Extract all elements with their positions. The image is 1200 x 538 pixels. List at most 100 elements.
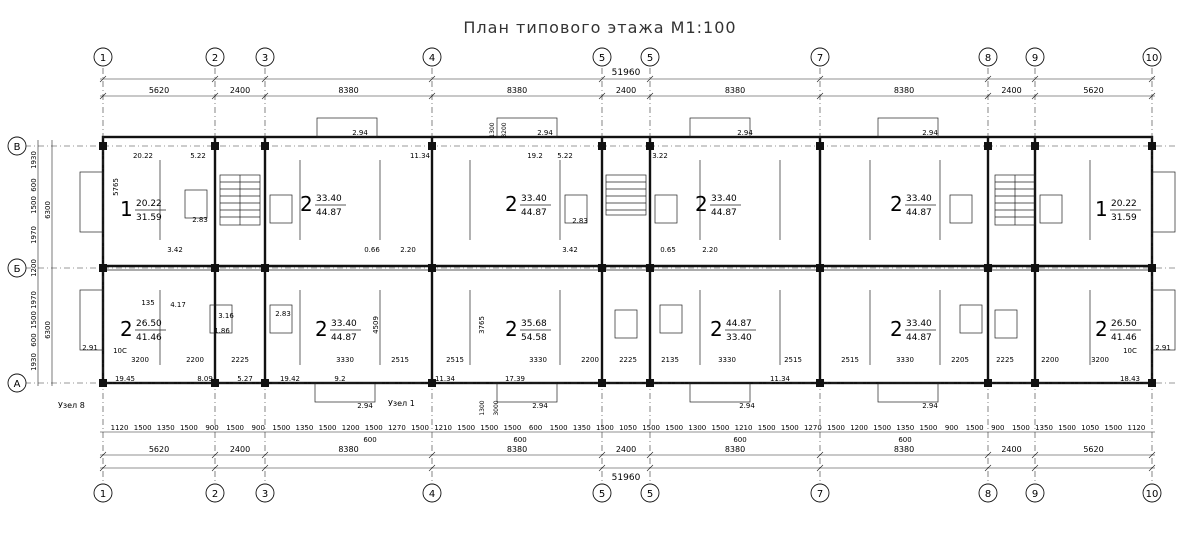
area-label: 3765 (478, 316, 486, 334)
area-label: 19.2 (527, 152, 543, 160)
segment-label: 1500 (319, 424, 337, 432)
area-label: 135 (141, 299, 154, 307)
span-label: 5620 (149, 445, 169, 454)
column (984, 379, 992, 387)
left-dim-label: 6300 (44, 321, 52, 339)
room-number: 1 (1095, 197, 1108, 221)
dim-tick (1031, 451, 1039, 459)
dim-tick (99, 451, 107, 459)
left-dimension-labels: 1930600150019701200630019701500600193063… (30, 151, 52, 371)
dim-tick (428, 92, 436, 100)
segment-label: 1350 (157, 424, 175, 432)
segment-label: 1500 (873, 424, 891, 432)
dim-tick (428, 464, 436, 472)
segment-label: 1500 (781, 424, 799, 432)
area-label: 3330 (896, 356, 914, 364)
room-number: 1 (120, 197, 133, 221)
room-total-area: 31.59 (1111, 213, 1137, 223)
column (598, 142, 606, 150)
segment-label: 1500 (596, 424, 614, 432)
room-living-area: 33.40 (711, 194, 737, 204)
room-total-area: 44.87 (906, 208, 932, 218)
balconies-top (316, 117, 939, 138)
room-number: 2 (890, 317, 903, 341)
dim-tick (428, 451, 436, 459)
column (99, 379, 107, 387)
vertical-axes (102, 68, 1153, 485)
column (261, 142, 269, 150)
span-label: 5620 (149, 86, 169, 95)
segment-label: 1500 (480, 424, 498, 432)
area-label: 3330 (718, 356, 736, 364)
column (984, 264, 992, 272)
area-label: 2200 (1041, 356, 1059, 364)
axis-label: 4 (429, 489, 435, 500)
area-label: 3.22 (652, 152, 668, 160)
dim-tick (816, 464, 824, 472)
stair-dim-label: 3200 (501, 122, 508, 137)
left-dim-label: 1200 (30, 259, 38, 277)
area-label: 11.34 (770, 375, 791, 383)
axis-label: 5 (599, 489, 605, 500)
sanitary-block (949, 194, 973, 224)
room-total-area: 33.40 (726, 333, 752, 343)
area-label: 3200 (131, 356, 149, 364)
area-label: 2200 (581, 356, 599, 364)
axis-label: 8 (985, 53, 991, 64)
left-dim-label: 600 (30, 333, 38, 346)
area-label: 2200 (186, 356, 204, 364)
segment-sub-label: 600 (733, 436, 746, 444)
area-label: 0.66 (364, 246, 380, 254)
room-number: 2 (505, 192, 518, 216)
area-label: 3.42 (562, 246, 578, 254)
area-label: 0.65 (660, 246, 676, 254)
dim-tick (984, 464, 992, 472)
area-label: 10С (113, 347, 127, 355)
area-label: 2205 (951, 356, 969, 364)
segment-label: 1050 (619, 424, 637, 432)
drawing-title: План типового этажа М1:100 (463, 18, 737, 37)
dim-tick (99, 75, 107, 83)
room-total-area: 31.59 (136, 213, 162, 223)
dim-tick (984, 92, 992, 100)
dim-tick (984, 451, 992, 459)
loggia-right-bottom (1151, 289, 1176, 351)
segment-label: 1500 (1104, 424, 1122, 432)
column (428, 264, 436, 272)
left-dim-label: 1930 (30, 151, 38, 169)
dim-tick (598, 92, 606, 100)
column (99, 264, 107, 272)
room-total-area: 44.87 (906, 333, 932, 343)
dim-tick (1031, 75, 1039, 83)
axis-label: В (14, 142, 21, 153)
area-label: 2515 (841, 356, 859, 364)
axis-bubble (205, 483, 225, 503)
dim-tick (261, 464, 269, 472)
room-living-area: 33.40 (331, 319, 357, 329)
column (1148, 379, 1156, 387)
axis-bubble (978, 483, 998, 503)
stair-center (605, 174, 647, 216)
axis-label: 9 (1032, 489, 1038, 500)
span-label: 8380 (507, 445, 527, 454)
room-living-area: 33.40 (521, 194, 547, 204)
axis-bubble (255, 47, 275, 67)
column (816, 379, 824, 387)
balcony-dim-label: 2.94 (537, 129, 553, 137)
area-label: 3.16 (218, 312, 234, 320)
balcony-dim-label: 2.94 (737, 129, 753, 137)
axis-bubble (93, 47, 113, 67)
axis-bubble (640, 47, 660, 67)
segment-label: 1500 (758, 424, 776, 432)
dim-tick (428, 75, 436, 83)
segment-label: 1500 (550, 424, 568, 432)
axis-label: 10 (1146, 489, 1159, 500)
area-label: 2.91 (82, 344, 98, 352)
axis-bubble (1025, 483, 1045, 503)
segment-label: 900 (205, 424, 218, 432)
sanitary-block (614, 309, 638, 339)
column (816, 264, 824, 272)
